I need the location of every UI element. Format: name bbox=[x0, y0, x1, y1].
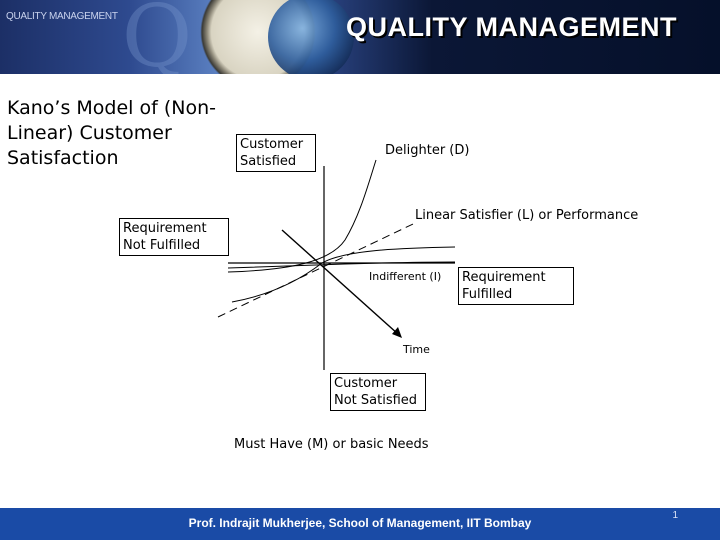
customer-not-satisfied-text: Customer Not Satisfied bbox=[334, 376, 418, 408]
linear-satisfier-line bbox=[217, 223, 414, 318]
customer-satisfied-text: Customer Satisfied bbox=[240, 137, 304, 169]
banner-background bbox=[0, 0, 720, 74]
header-small-title: QUALITY MANAGEMENT bbox=[6, 11, 118, 22]
time-arrow-line bbox=[281, 229, 399, 335]
requirement-not-fulfilled-text: Requirement Not Fulfilled bbox=[123, 221, 207, 253]
requirement-not-fulfilled-label: Requirement Not Fulfilled bbox=[119, 218, 229, 256]
time-label: Time bbox=[403, 343, 430, 356]
delighter-curve bbox=[227, 159, 377, 273]
delighter-label: Delighter (D) bbox=[385, 143, 470, 158]
indifferent-curve bbox=[227, 261, 456, 269]
customer-not-satisfied-label: Customer Not Satisfied bbox=[330, 373, 426, 411]
requirement-fulfilled-label: Requirement Fulfilled bbox=[458, 267, 574, 305]
footer-credit: Prof. Indrajit Mukherjee, School of Mana… bbox=[188, 516, 532, 530]
linear-satisfier-label: Linear Satisfier (L) or Performance bbox=[415, 208, 639, 223]
footer-bar: Prof. Indrajit Mukherjee, School of Mana… bbox=[0, 508, 720, 540]
must-have-label: Must Have (M) or basic Needs bbox=[234, 437, 429, 452]
globe-image bbox=[268, 0, 354, 74]
header-main-title: QUALITY MANAGEMENT bbox=[346, 12, 677, 42]
time-arrow-head bbox=[392, 327, 402, 338]
customer-satisfied-label: Customer Satisfied bbox=[236, 134, 316, 172]
header-banner: Q QUALITY MANAGEMENT QUALITY MANAGEMENT bbox=[0, 0, 720, 74]
q-watermark-graphic: Q bbox=[121, 0, 193, 74]
requirement-fulfilled-text: Requirement Fulfilled bbox=[462, 270, 546, 302]
indifferent-label: Indifferent (I) bbox=[369, 270, 442, 283]
page-number: 1 bbox=[672, 510, 678, 521]
must-have-curve bbox=[231, 246, 456, 303]
slide-title: Kano’s Model of (Non-Linear) Customer Sa… bbox=[7, 97, 216, 169]
